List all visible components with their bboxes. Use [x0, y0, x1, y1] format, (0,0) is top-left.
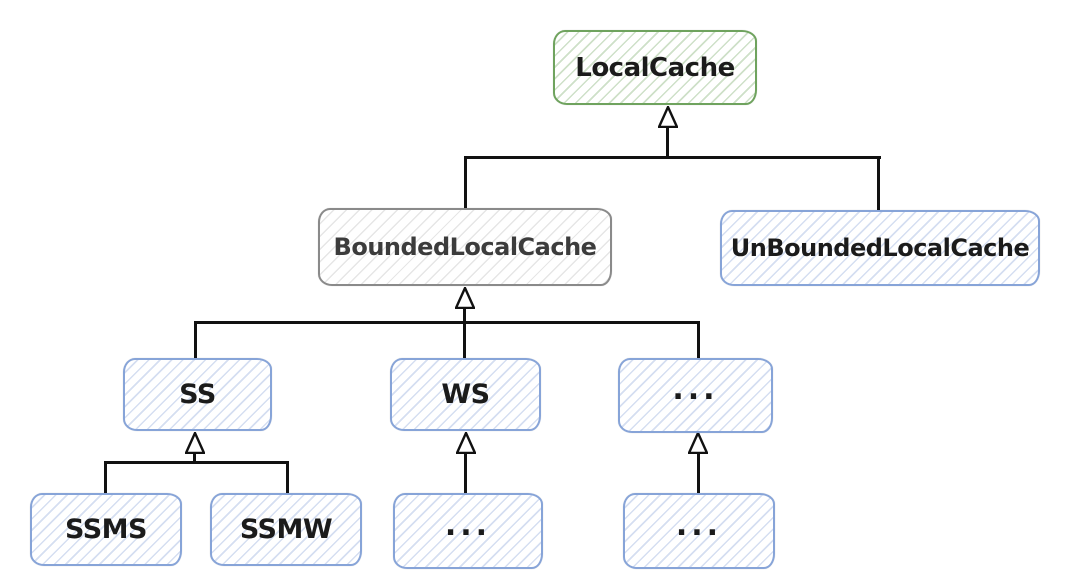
node-ssms: SSMS	[30, 493, 182, 566]
edge-ellipsis-to-ellipsis	[697, 452, 700, 495]
inheritance-arrowhead-icon	[456, 432, 476, 454]
edge-bar-localcache-children	[464, 156, 881, 159]
inheritance-arrowhead-icon	[455, 287, 475, 309]
edge-leg-ssms	[104, 461, 107, 496]
edge-leg-ssmw	[286, 461, 289, 496]
inheritance-arrowhead-icon	[658, 106, 678, 128]
node-label: SS	[179, 379, 216, 410]
node-label: ...	[672, 372, 719, 407]
node-boundedlocalcache: BoundedLocalCache	[318, 208, 612, 286]
edge-leg-unboundedlocalcache	[877, 156, 880, 213]
node-ws: WS	[390, 358, 541, 431]
node-label: ...	[675, 507, 723, 543]
node-label: LocalCache	[575, 52, 735, 83]
edge-bar-ss-children	[104, 461, 289, 464]
node-label: SSMW	[239, 514, 333, 545]
node-localcache: LocalCache	[553, 30, 757, 105]
node-label: ...	[444, 507, 492, 543]
node-label: SSMS	[65, 514, 148, 545]
node-label: WS	[441, 379, 490, 410]
edge-leg-ellipsis-row3	[697, 321, 700, 361]
edge-stem-to-boundedlocalcache	[463, 307, 466, 324]
node-label: UnBoundedLocalCache	[730, 234, 1030, 262]
node-ss: SS	[123, 358, 272, 431]
edge-leg-ws	[463, 321, 466, 361]
inheritance-arrowhead-icon	[185, 432, 205, 454]
edge-leg-boundedlocalcache	[464, 156, 467, 211]
edge-leg-ss	[194, 321, 197, 361]
node-ssmw: SSMW	[210, 493, 362, 566]
node-ellipsis-under-ws: ...	[393, 493, 543, 569]
edge-stem-to-ss	[193, 452, 196, 463]
node-unboundedlocalcache: UnBoundedLocalCache	[720, 210, 1040, 286]
edge-stem-to-localcache	[666, 127, 669, 159]
node-ellipsis-row3: ...	[618, 358, 773, 433]
inheritance-arrowhead-icon	[688, 432, 708, 454]
edge-ellipsis-to-ws	[464, 452, 467, 495]
node-ellipsis-row4: ...	[623, 493, 775, 569]
node-label: BoundedLocalCache	[333, 233, 597, 261]
edge-bar-bounded-children	[194, 321, 700, 324]
